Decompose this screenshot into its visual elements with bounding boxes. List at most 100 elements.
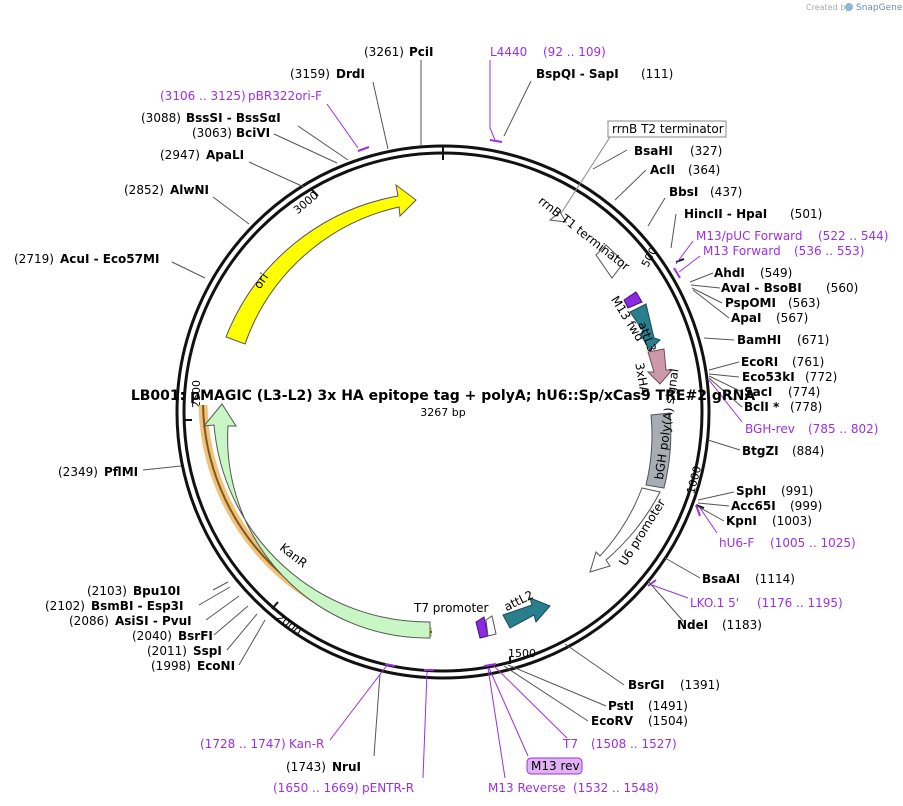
enzyme-pos: (1504) [648,714,688,728]
enzyme-pos: (437) [710,185,742,199]
enzyme-name: BsmBI - Esp3I [91,599,183,613]
enzyme-pos: (3088) [141,111,181,125]
enzyme-pos: (1743) [286,760,326,774]
enzyme-pos: (774) [788,385,820,399]
enzyme-name: NruI [332,760,361,774]
primer-name: L4440 [490,45,527,59]
primer-leaders [326,60,743,779]
enzyme-name: BspQI - SapI [536,67,619,81]
enzyme-pos: (991) [781,484,813,498]
enzyme-pos: (778) [790,400,822,414]
enzyme-pos: (2040) [132,629,172,643]
enzyme-name: PspOMI [725,296,776,310]
enzyme-name: BsrGI [628,678,665,692]
watermark-text: Created by [806,3,850,12]
plasmid-size: 3267 bp [420,406,465,419]
enzyme-pos: (2103) [87,584,127,598]
enzyme-name: BclI * [744,400,780,414]
enzyme-pos: (2852) [124,183,164,197]
enzyme-name: NdeI [677,618,708,632]
kanr-arrow [202,403,431,639]
enzyme-name: BciVI [236,126,270,140]
enzyme-pos: (1114) [755,572,795,586]
ha-label: 3xHA [632,362,651,397]
enzyme-name: BbsI [669,185,698,199]
enzyme-pos: (2719) [14,252,54,266]
enzyme-pos: (3261) [364,45,404,59]
enzyme-pos: (2947) [160,148,200,162]
primer-range: (1728 .. 1747) [200,737,286,751]
enzyme-pos: (1998) [151,659,191,673]
enzyme-name: ApaLI [206,148,244,162]
primer-name: LKO.1 5' [690,596,739,610]
enzyme-pos: (999) [790,499,822,513]
enzyme-pos: (1003) [772,514,812,528]
enzyme-pos: (2011) [147,644,187,658]
enzyme-name: Bpu10I [133,584,180,598]
m13rev-box-label: M13 rev [531,759,580,773]
enzyme-pos: (560) [826,281,858,295]
m13rev-box [526,757,583,775]
enzyme-pos: (364) [688,163,720,177]
enzyme-name: AhdI [714,266,745,280]
enzyme-name: BtgZI [742,444,779,458]
primer-range: (1176 .. 1195) [757,596,843,610]
primer-range: (785 .. 802) [808,422,878,436]
enzyme-pos: (2349) [58,465,98,479]
enzyme-labels-left: (3261) PciI BspQI - SapI (111) (3159) Dr… [14,45,673,774]
enzyme-name: AvaI - BsoBI [721,281,802,295]
primer-name: BGH-rev [745,422,795,436]
enzyme-name: PflMI [104,465,138,479]
enzyme-pos: (671) [797,333,829,347]
enzyme-pos: (2086) [69,614,109,628]
enzyme-pos: (884) [792,444,824,458]
tick-1500: 1500 [508,647,536,660]
enzyme-name: BssSI - BssSαI [186,111,281,125]
primer-name: hU6-F [719,536,754,550]
enzyme-name: EcoRV [591,714,634,728]
enzyme-name: SspI [193,644,222,658]
rrnb-t2-label: rrnB T2 terminator [612,122,724,136]
primer-range: (1005 .. 1025) [770,536,856,550]
primer-ticks [357,139,701,671]
enzyme-name: EcoNI [197,659,235,673]
enzyme-pos: (761) [792,355,824,369]
bgh-polya-arrow [645,412,672,489]
enzyme-name: Acc65I [731,499,776,513]
enzyme-name: AcuI - Eco57MI [60,252,159,266]
attl3-arrow [629,303,661,351]
enzyme-name: HincII - HpaI [684,207,767,221]
primer-range: (3106 .. 3125) [160,89,246,103]
enzyme-pos: (3063) [192,126,232,140]
enzyme-name: AclI [650,163,675,177]
primer-name: M13 Reverse [488,781,566,795]
enzyme-name: SphI [736,484,766,498]
enzyme-pos: (111) [641,67,673,81]
rrnb-t2-arrow [548,211,567,223]
primer-name: T7 [562,737,578,751]
enzyme-name: SacI [744,385,772,399]
enzyme-name: PciI [409,45,434,59]
ha-arrow [646,348,674,385]
primer-range: (92 .. 109) [543,45,606,59]
primer-range: (1650 .. 1669) [273,781,359,795]
enzyme-pos: (567) [776,311,808,325]
enzyme-pos: (1183) [722,618,762,632]
enzyme-pos: (563) [788,296,820,310]
enzyme-name: PstI [608,699,634,713]
primer-range: (536 .. 553) [794,244,864,258]
enzyme-pos: (327) [690,144,722,158]
rrnb-t1-label: rrnB T1 terminator [536,194,633,274]
primer-name: M13/pUC Forward [696,229,803,243]
enzyme-name: ApaI [731,311,761,325]
primer-range: (522 .. 544) [818,229,888,243]
enzyme-name: BamHI [737,333,781,347]
primer-name: pBR322ori-F [248,89,322,103]
enzyme-name: BsrFI [178,629,213,643]
enzyme-pos: (549) [760,266,792,280]
primer-name: M13 Forward [703,244,781,258]
u6-promoter-arrow [589,487,661,573]
enzyme-name: BsaHI [634,144,673,158]
enzyme-pos: (772) [805,370,837,384]
